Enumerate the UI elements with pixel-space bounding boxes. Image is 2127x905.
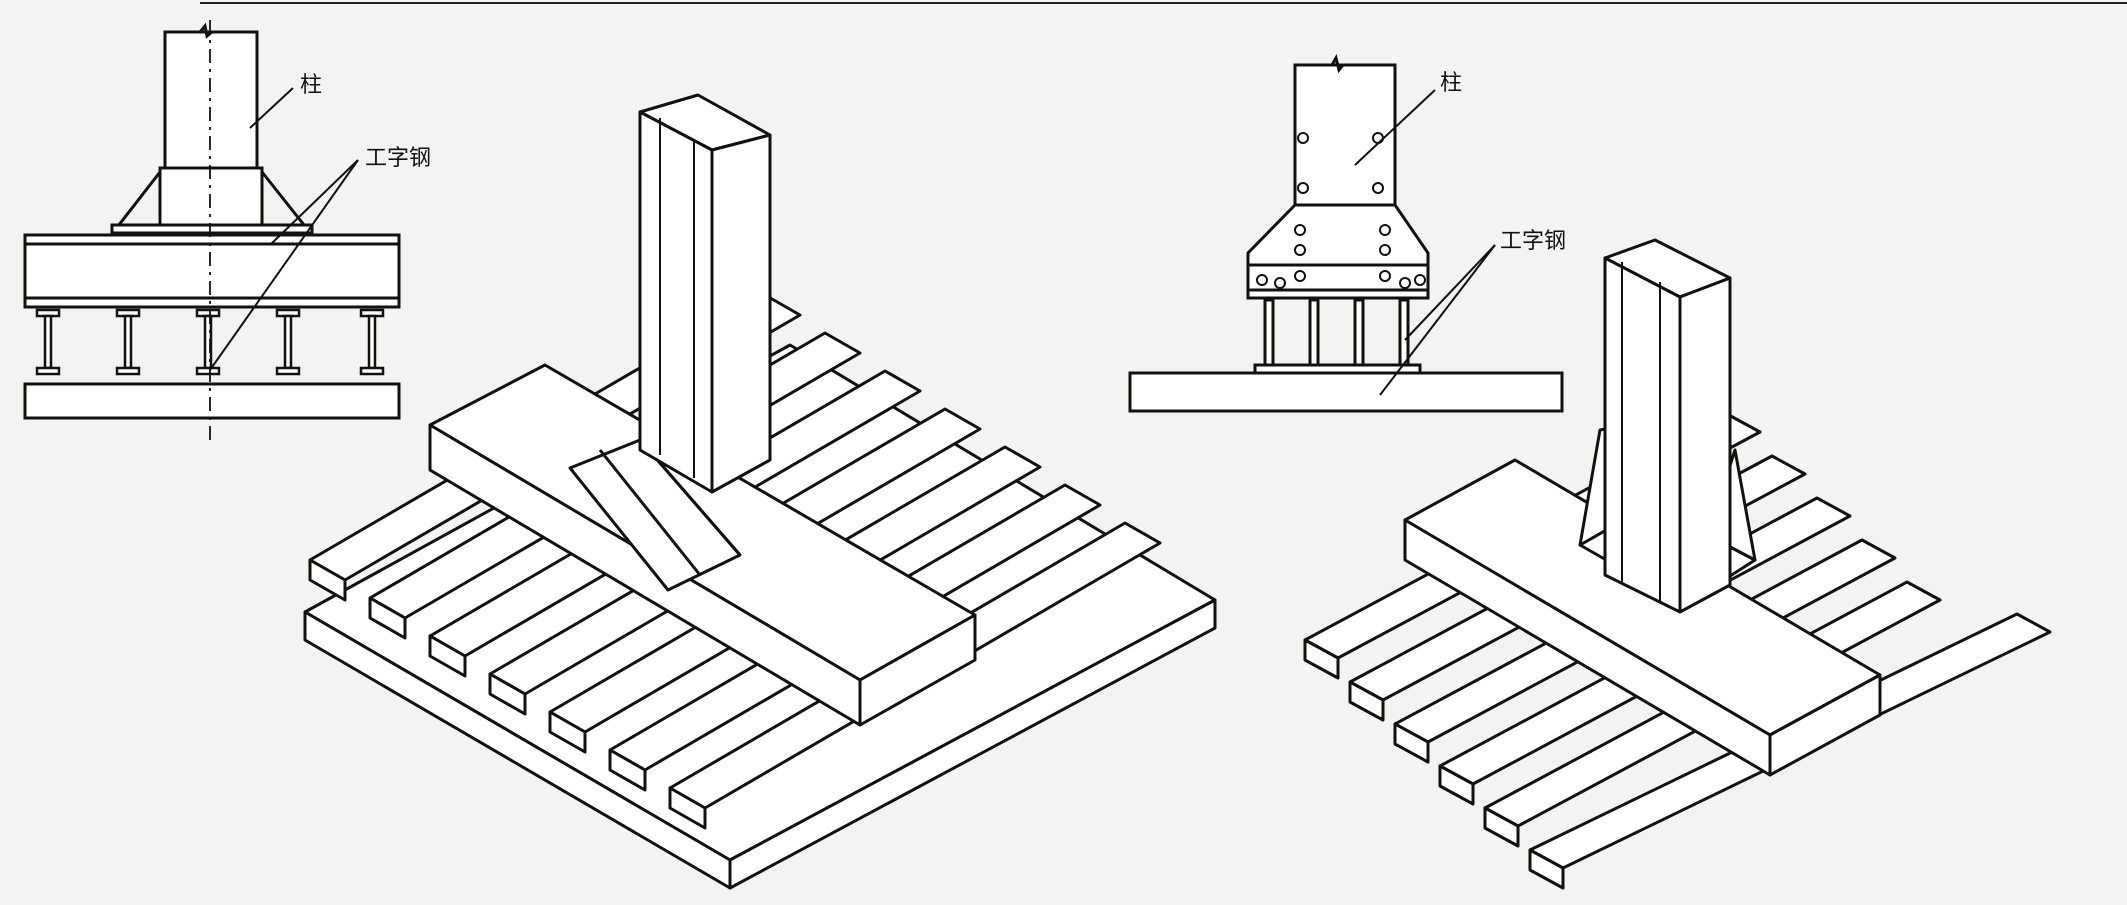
right-concrete-slab xyxy=(1128,371,1564,413)
right-lower-ibeams xyxy=(1263,298,1410,370)
left-isometric-view xyxy=(303,93,1217,890)
right-column-label: 柱 xyxy=(1440,71,1462,96)
left-elevation-detail xyxy=(23,20,401,445)
right-isometric-view xyxy=(1303,238,2052,890)
left-concrete-slab xyxy=(23,382,401,420)
left-column xyxy=(163,30,259,174)
left-upper-beam xyxy=(23,233,401,309)
right-elevation-detail xyxy=(1128,54,1564,413)
right-ibeam-label: 工字钢 xyxy=(1500,229,1566,254)
left-column-label: 柱 xyxy=(300,73,322,98)
right-bolts xyxy=(1256,132,1426,289)
left-ibeam-label: 工字钢 xyxy=(365,146,431,171)
